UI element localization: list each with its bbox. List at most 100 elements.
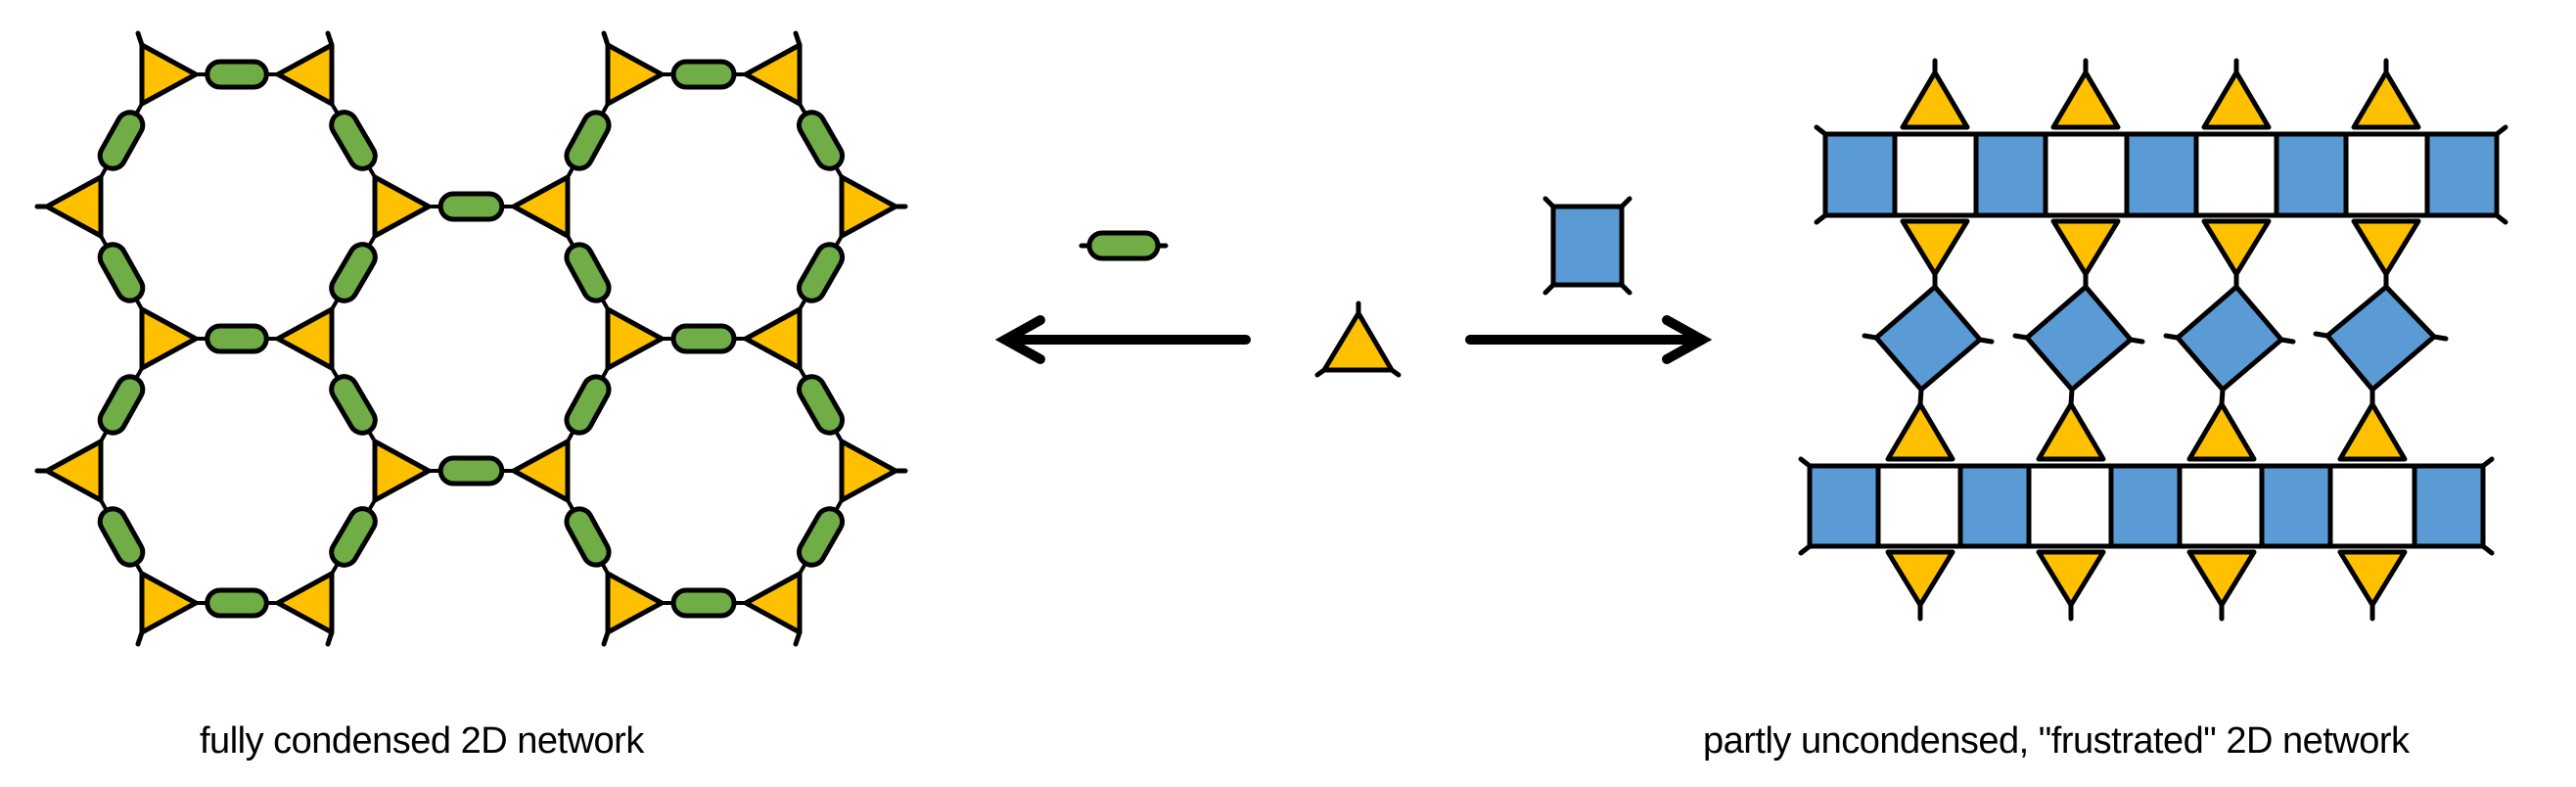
yellow-triangle-node-icon (2201, 218, 2272, 277)
yellow-triangle-node-icon (139, 306, 199, 371)
bond-line (2012, 333, 2030, 341)
yellow-triangle-node-icon (44, 439, 104, 503)
yellow-triangle-node-icon (511, 174, 571, 239)
blue-square-node-icon (1957, 463, 2032, 549)
yellow-triangle-node-icon (2201, 69, 2272, 130)
open-ring-cell (1892, 131, 1979, 218)
yellow-triangle-node-icon (2036, 549, 2106, 608)
green-linker-rod-icon (329, 374, 378, 436)
yellow-triangle-node-icon (839, 174, 898, 239)
bond-line (135, 629, 145, 647)
blue-diamond-node-icon (2024, 284, 2134, 393)
yellow-triangle-node-icon (139, 42, 199, 107)
bond-line (1542, 196, 1556, 209)
yellow-triangle-node-icon (1900, 218, 1970, 277)
blue-square-node-icon (2424, 131, 2500, 218)
yellow-triangle-node-icon (743, 42, 803, 107)
bond-line (135, 30, 145, 48)
bond-line (1798, 456, 1813, 469)
blue-square-node-icon (1973, 131, 2048, 218)
green-linker-rod-icon (329, 242, 378, 303)
yellow-triangle-node-icon (605, 306, 665, 371)
yellow-triangle-node-icon (275, 42, 335, 107)
open-ring-cell (2193, 131, 2279, 218)
bond-line (2219, 387, 2226, 407)
bond-line (1389, 367, 1402, 378)
fully-condensed-network (34, 30, 908, 647)
blue-diamond-node-icon (2175, 284, 2284, 393)
green-linker-rod-icon (564, 374, 612, 436)
bond-line (2480, 543, 2495, 556)
green-linker-rod-icon (796, 506, 846, 568)
open-ring-cell (2343, 131, 2430, 218)
bond-line (325, 629, 335, 647)
building-blocks-legend (994, 196, 1713, 378)
bond-line (2480, 456, 2495, 469)
bond-line (1917, 387, 1924, 407)
bond-line (1814, 124, 1828, 137)
green-linker-rod-icon (205, 587, 269, 619)
caption-frustrated: partly uncondensed, "frustrated" 2D netw… (1703, 720, 2410, 762)
bond-line (2494, 212, 2508, 225)
green-linker-rod-icon (205, 323, 269, 354)
bond-line (2163, 333, 2181, 341)
yellow-triangle-node-icon (2337, 401, 2408, 462)
green-linker-rod-icon (796, 242, 846, 303)
bond-line (2313, 331, 2330, 339)
green-linker-rod-icon (670, 323, 737, 354)
bond-line (1314, 367, 1327, 378)
green-linker-rod-icon (97, 374, 146, 436)
green-linker-rod-icon (97, 242, 146, 303)
bond-line (1619, 282, 1633, 296)
blue-square-node-icon (2124, 131, 2199, 218)
bond-line (2068, 387, 2075, 407)
bond-line (2128, 337, 2145, 345)
green-linker-rod-icon (437, 455, 505, 486)
green-linker-rod-icon (564, 506, 612, 568)
green-linker-rod-icon (670, 587, 737, 619)
yellow-triangle-node-icon (2050, 218, 2121, 277)
yellow-triangle-node-icon (2036, 401, 2106, 462)
open-ring-cell (2177, 463, 2265, 549)
green-linker-rod-icon (97, 110, 146, 171)
green-linker-rod-icon (437, 191, 505, 222)
yellow-triangle-node-icon (605, 571, 665, 635)
left-arrow-icon (994, 315, 1251, 364)
caption-fully-condensed: fully condensed 2D network (200, 720, 644, 762)
green-linker-rod-icon (564, 242, 612, 303)
bond-line (1798, 543, 1813, 556)
right-arrow-icon (1465, 315, 1713, 364)
yellow-triangle-node-icon (511, 439, 571, 503)
open-ring-cell (2026, 463, 2114, 549)
blue-square-node-icon (2259, 463, 2333, 549)
yellow-triangle-node-icon (743, 571, 803, 635)
green-linker-rod-icon (329, 110, 378, 171)
bond-line (1619, 196, 1633, 209)
yellow-triangle-node-icon (44, 174, 104, 239)
green-linker-rod-icon (97, 506, 146, 568)
yellow-triangle-node-icon (743, 306, 803, 371)
bond-line (325, 30, 335, 48)
frustrated-network (1798, 58, 2508, 622)
blue-square-node-icon (1822, 131, 1898, 218)
blue-square-node-icon (2412, 463, 2486, 549)
green-linker-rod-icon (564, 110, 612, 171)
blue-square-node-icon (1807, 463, 1881, 549)
bond-line (601, 629, 611, 647)
yellow-triangle-node-icon (605, 42, 665, 107)
green-linker-rod-icon (796, 374, 846, 436)
blue-square-node-icon (2108, 463, 2183, 549)
yellow-triangle-node-icon (2351, 69, 2421, 130)
yellow-triangle-node-icon (372, 439, 432, 503)
yellow-triangle-node-icon (2351, 218, 2421, 277)
open-ring-cell (2043, 131, 2130, 218)
bond-line (2431, 334, 2449, 342)
yellow-triangle-node-icon (1885, 401, 1955, 462)
blue-diamond-node-icon (2324, 284, 2437, 393)
green-linker-rod-icon (670, 59, 737, 90)
yellow-triangle-node-icon (839, 439, 898, 503)
bond-line (2278, 337, 2296, 345)
bond-line (601, 30, 611, 48)
bond-line (1862, 333, 1879, 341)
arrowhead-icon (994, 315, 1045, 364)
